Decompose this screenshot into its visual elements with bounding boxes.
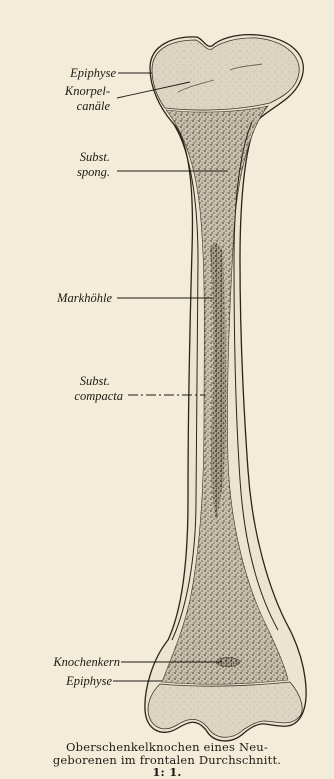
label-epiphyse-top: Epiphyse — [38, 66, 116, 80]
label-subst-spong-line1: Subst. — [30, 150, 110, 164]
top-epiphysis — [152, 38, 299, 110]
label-knorpelcanaele-line2: canäle — [30, 99, 110, 113]
label-knorpelcanaele-line1: Knorpel- — [30, 84, 110, 98]
label-subst-compacta-line2: compacta — [28, 389, 123, 403]
label-subst-compacta-line1: Subst. — [30, 374, 110, 388]
label-knochenkern: Knochenkern — [10, 655, 120, 669]
caption-scale: 1: 1. — [0, 766, 334, 779]
label-markhoehle: Markhöhle — [20, 291, 112, 305]
label-subst-spong-line2: spong. — [30, 165, 110, 179]
label-epiphyse-bottom: Epiphyse — [28, 674, 112, 688]
